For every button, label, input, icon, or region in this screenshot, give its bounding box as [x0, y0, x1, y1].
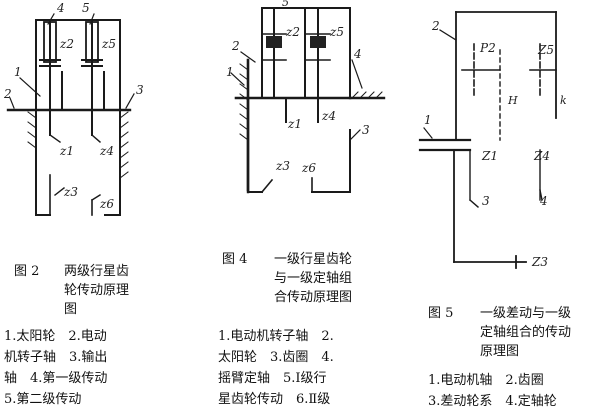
fig4-leader-z3 [260, 178, 274, 194]
fig2-ground-hatch-left [27, 111, 37, 149]
fig4-axle-hatch [351, 91, 383, 99]
fig5-label-P2: P2 [479, 41, 496, 55]
fig5-legend-line-2: 3.差动轮系 4.定轴轮 [428, 394, 557, 409]
fig4-leader-2 [240, 51, 256, 63]
fig2-label-z4: z4 [99, 144, 114, 158]
fig4-label-z6: z6 [301, 161, 316, 175]
fig5-label-1: 1 [424, 113, 432, 127]
fig2-leader-5 [89, 13, 95, 25]
fig2-label-2: 2 [3, 87, 12, 101]
fig2-label-z6: z6 [99, 197, 114, 211]
fig2-leader-2 [9, 97, 15, 109]
fig5-label-3: 3 [482, 194, 490, 208]
fig4-label-z4: z4 [321, 109, 336, 123]
fig5-leader-1 [423, 127, 433, 139]
fig2-caption: 图 2 两级行星齿 轮传动原理 图 [14, 262, 129, 319]
fig4-label-3: 3 [362, 123, 370, 137]
fig4-legend-line-2: 太阳轮 3.齿圈 4. [218, 350, 334, 365]
fig2-leader-z4 [91, 134, 101, 143]
fig4-legend-line-3: 摇臂定轴 5.Ⅰ级行 [218, 371, 327, 386]
fig4-label-2: 2 [231, 39, 240, 53]
fig2-planet-gear-z2 [43, 21, 57, 63]
fig2-label-z2: z2 [59, 37, 74, 51]
fig5-caption: 图 5 一级差动与一级 定轴组合的传动 原理图 [428, 304, 571, 361]
fig2-label-z3: z3 [63, 185, 78, 199]
fig4-legend-line-4: 星齿轮传动 6.Ⅱ级 [218, 392, 331, 407]
fig2-leader-z6 [91, 194, 101, 201]
fig2-leader-z3 [54, 187, 65, 196]
fig4-legend-line-1: 1.电动机转子轴 2. [218, 329, 334, 344]
fig5-label-k: k [560, 94, 567, 107]
fig5-caption-line-2: 定轴组合的传动 [480, 325, 572, 340]
fig5-label-4: 4 [539, 194, 548, 208]
fig4-leader-4 [351, 59, 363, 89]
fig2-legend-line-1: 1.太阳轮 2.电动 [4, 329, 107, 344]
fig5-label-Z5: Z5 [537, 43, 554, 57]
fig4-legend: 1.电动机转子轴 2. 太阳轮 3.齿圈 4. 摇臂定轴 5.Ⅰ级行 星齿轮传动… [218, 326, 334, 410]
fig4-label-z5: z5 [329, 25, 344, 39]
fig5-label-Z1: Z1 [481, 149, 498, 163]
fig2-label-z5: z5 [101, 37, 116, 51]
fig2-leader-3 [125, 93, 135, 109]
fig2-label-4: 4 [56, 1, 65, 15]
fig5-caption-line-3: 原理图 [480, 344, 520, 359]
fig2-label-5: 5 [82, 1, 90, 15]
fig2-legend-line-4: 5.第二级传动 [4, 392, 82, 407]
fig4-label-z1: z1 [287, 117, 302, 131]
fig2-leader-1 [19, 77, 41, 97]
fig5-leader-3 [469, 199, 479, 208]
fig2-label-z1: z1 [59, 144, 74, 158]
fig4-label-5: 5 [282, 0, 289, 9]
fig2-label-1: 1 [14, 65, 22, 79]
fig5-label-Z3: Z3 [531, 255, 548, 269]
fig2-ground-hatch-right [119, 111, 129, 179]
fig5-leader-2 [439, 29, 457, 41]
fig4-leader-1 [230, 72, 245, 86]
fig2-legend-line-3: 轴 4.第一级传动 [4, 371, 108, 386]
fig5-legend-line-1: 1.电动机轴 2.齿圈 [428, 373, 544, 388]
fig2-caption-line-1: 两级行星齿 [64, 264, 130, 279]
fig5-caption-line-1: 一级差动与一级 [480, 306, 572, 321]
fig4-caption-line-3: 合传动原理图 [274, 290, 353, 305]
fig4-leader-3 [349, 129, 361, 141]
fig2-mechanism: 4 5 z2 z5 1 2 3 z1 z4 z3 z6 [3, 1, 144, 216]
fig4-planet-gear-z5 [310, 36, 326, 48]
fig2-legend-line-2: 机转子轴 3.输出 [4, 350, 108, 365]
fig4-caption-number: 图 4 [222, 252, 248, 267]
fig4-label-1: 1 [226, 65, 234, 79]
fig5-mechanism: 2 P2 Z5 1 H k Z1 Z4 3 4 Z3 [418, 11, 567, 269]
fig4-label-z3: z3 [275, 159, 290, 173]
fig5-label-H: H [507, 94, 518, 107]
fig4-planet-gear-z2 [266, 36, 282, 48]
fig2-caption-number: 图 2 [14, 264, 40, 279]
fig2-leader-z1 [49, 134, 61, 143]
fig4-caption-line-2: 与一级定轴组 [274, 271, 353, 286]
fig5-label-2: 2 [431, 19, 440, 33]
fig2-caption-line-3: 图 [64, 302, 78, 317]
fig5-caption-number: 图 5 [428, 306, 454, 321]
fig2-legend: 1.太阳轮 2.电动 机转子轴 3.输出 轴 4.第一级传动 5.第二级传动 [4, 326, 107, 410]
fig5-leader-4 [539, 189, 543, 201]
fig5-legend: 1.电动机轴 2.齿圈 3.差动轮系 4.定轴轮 [428, 370, 557, 412]
fig2-leader-4 [47, 13, 55, 25]
fig4-label-z2: z2 [285, 25, 300, 39]
fig5-label-Z4: Z4 [533, 149, 550, 163]
fig2-planet-gear-z5 [85, 21, 99, 63]
fig2-label-3: 3 [136, 83, 144, 97]
fig4-mechanism: 5 2 z2 z5 1 4 z1 z4 3 z3 z6 [226, 0, 386, 194]
fig4-caption-line-1: 一级行星齿轮 [274, 252, 353, 267]
fig4-caption: 图 4 一级行星齿轮 与一级定轴组 合传动原理图 [222, 250, 352, 307]
fig2-caption-line-2: 轮传动原理 [64, 283, 130, 298]
fig4-label-4: 4 [353, 47, 362, 61]
